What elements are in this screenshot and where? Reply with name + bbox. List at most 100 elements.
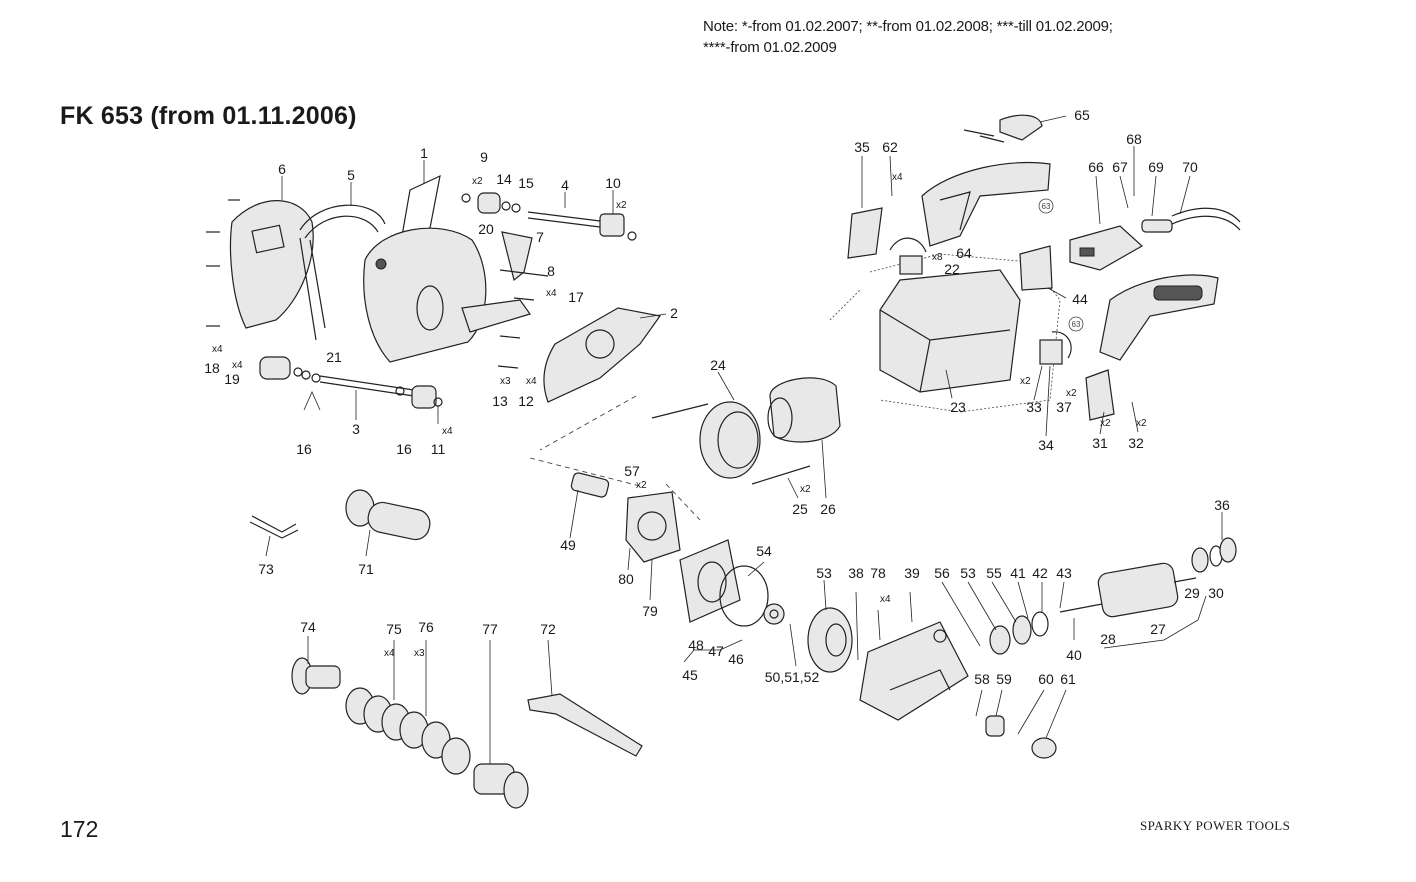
part-label: 57 <box>624 463 640 479</box>
part-label: 32 <box>1128 435 1144 451</box>
part-label: 72 <box>540 621 556 637</box>
part-label: 28 <box>1100 631 1116 647</box>
shaft-4 <box>527 211 637 241</box>
quantity-label: x4 <box>212 344 223 355</box>
part-label: 20 <box>478 221 494 237</box>
svg-text:63: 63 <box>1072 320 1081 329</box>
part-label: 53 <box>816 565 832 581</box>
plate-54 <box>719 565 769 627</box>
guard-ring-5 <box>299 204 386 341</box>
guard-body-1 <box>363 174 531 363</box>
part-label: 47 <box>708 643 724 659</box>
quantity-label: x2 <box>616 200 627 211</box>
ring-24 <box>699 401 761 479</box>
diagram-title: FK 653 (from 01.11.2006) <box>60 102 357 130</box>
part-label: 30 <box>1208 585 1224 601</box>
part-label: 39 <box>904 565 920 581</box>
quantity-label: x2 <box>1136 418 1147 429</box>
part-label: 7 <box>536 229 544 245</box>
part-label: 80 <box>618 571 634 587</box>
shaft-3 <box>259 356 443 409</box>
part-label: 50,51,52 <box>765 669 820 685</box>
gear-housing-39 <box>859 621 969 721</box>
part-label: 26 <box>820 501 836 517</box>
back-handle-31 <box>1085 274 1219 421</box>
guard-cover-6 <box>229 200 314 329</box>
part-label: 27 <box>1150 621 1166 637</box>
switch-66 <box>1069 225 1144 271</box>
sleeve-77 <box>473 763 529 809</box>
quantity-label: x2 <box>800 484 811 495</box>
part-label: 66 <box>1088 159 1104 175</box>
part-label: 58 <box>974 671 990 687</box>
flange-48 <box>679 539 741 623</box>
part-label: 13 <box>492 393 508 409</box>
part-label: 49 <box>560 537 576 553</box>
dotted-housing-outline <box>829 253 1061 413</box>
gasket-79 <box>625 491 681 563</box>
part-label: 9 <box>480 149 488 165</box>
reference-marker: 63 <box>1038 198 1054 214</box>
part-label: 62 <box>882 139 898 155</box>
brush-holder-22 <box>889 237 927 275</box>
part-label: 19 <box>224 371 240 387</box>
pinion-55 <box>989 625 1011 655</box>
part-label: 40 <box>1066 647 1082 663</box>
page-number: 172 <box>60 816 99 842</box>
part-label: 3 <box>352 421 360 437</box>
bushing-9 <box>461 192 521 214</box>
quantity-label: x4 <box>892 172 903 183</box>
part-label: 78 <box>870 565 886 581</box>
part-label: 29 <box>1184 585 1200 601</box>
quantity-label: x3 <box>500 376 511 387</box>
part-44 <box>1019 245 1053 291</box>
part-label: 43 <box>1056 565 1072 581</box>
part-label: 38 <box>848 565 864 581</box>
washers-75-76 <box>345 687 471 775</box>
part-label: 4 <box>561 177 569 193</box>
part-label: 24 <box>710 357 726 373</box>
part-label: 59 <box>996 671 1012 687</box>
brand-footer: SPARKY POWER TOOLS <box>1140 818 1291 833</box>
part-label: 74 <box>300 619 316 635</box>
part-label: 21 <box>326 349 342 365</box>
part-label: 22 <box>944 261 960 277</box>
part-label: 16 <box>296 441 312 457</box>
part-label: 79 <box>642 603 658 619</box>
part-label: 17 <box>568 289 584 305</box>
part-label: 55 <box>986 565 1002 581</box>
part-label: 33 <box>1026 399 1042 415</box>
part-label: 15 <box>518 175 534 191</box>
part-label: 42 <box>1032 565 1048 581</box>
part-label: 34 <box>1038 437 1054 453</box>
quantity-label: x2 <box>472 176 483 187</box>
part-label: 44 <box>1072 291 1088 307</box>
part-label: 14 <box>496 171 512 187</box>
part-label: 25 <box>792 501 808 517</box>
quantity-label: x4 <box>880 594 891 605</box>
lever-7 <box>499 231 549 282</box>
gear-53 <box>807 607 853 673</box>
stator-26 <box>767 377 841 443</box>
part-label: 65 <box>1074 107 1090 123</box>
brush-34 <box>1039 331 1072 365</box>
part-label: 71 <box>358 561 374 577</box>
long-screws-25 <box>651 403 811 485</box>
part-label: 75 <box>386 621 402 637</box>
motor-housing-23 <box>879 269 1021 393</box>
bearing-46 <box>763 603 785 625</box>
part-label: 8 <box>547 263 555 279</box>
shaft-49 <box>570 472 610 498</box>
quantity-label: x3 <box>414 648 425 659</box>
part-label: 35 <box>854 139 870 155</box>
side-handle-71 <box>345 489 431 541</box>
part-label: 56 <box>934 565 950 581</box>
nut-61 <box>1031 737 1057 759</box>
part-label: 11 <box>431 441 446 457</box>
quantity-label: x4 <box>526 376 537 387</box>
part-labels: 1 2 3 4 5 6 7 8 9 10 11 12 13 14 15 16 1… <box>204 107 1230 687</box>
part-label: 2 <box>670 305 678 321</box>
part-label: 54 <box>756 543 772 559</box>
part-label: 31 <box>1092 435 1108 451</box>
